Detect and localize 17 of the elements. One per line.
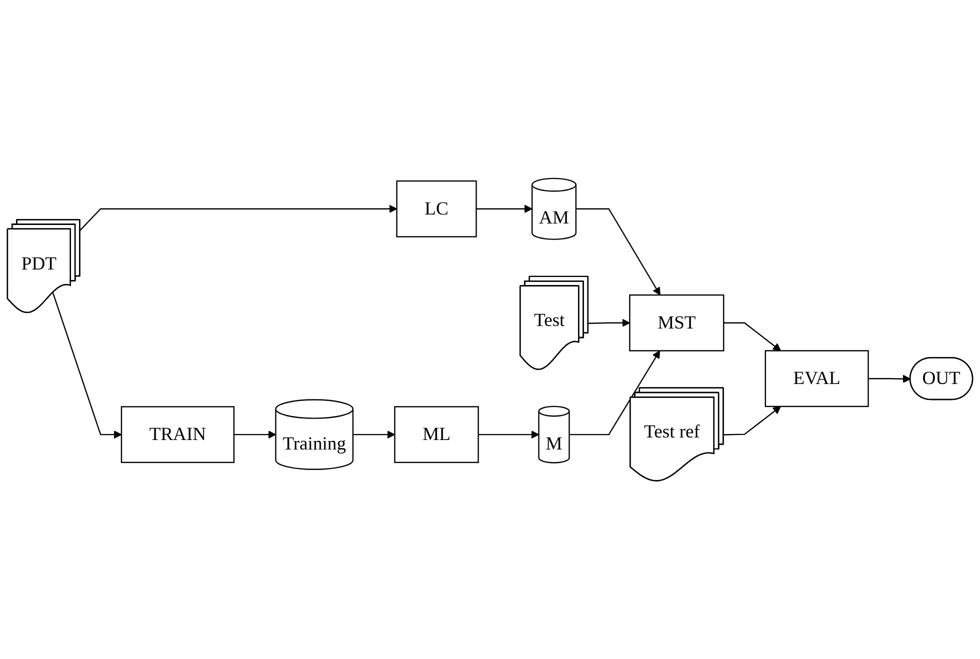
arrow [80,204,398,231]
node-box: LC [396,180,477,238]
arrow [569,350,660,436]
arrow [576,208,660,296]
node-box: ML [394,406,479,463]
arrow [52,292,122,439]
arrow [588,318,630,327]
node-box: MST [629,294,724,352]
arrow [868,374,911,383]
node-box: TRAIN [120,406,235,463]
arrow [476,204,532,213]
arrow [724,322,782,352]
arrow [724,406,782,436]
arrow [352,430,396,439]
arrow [478,430,540,439]
node-box: EVAL [764,350,869,407]
arrow [234,430,276,439]
